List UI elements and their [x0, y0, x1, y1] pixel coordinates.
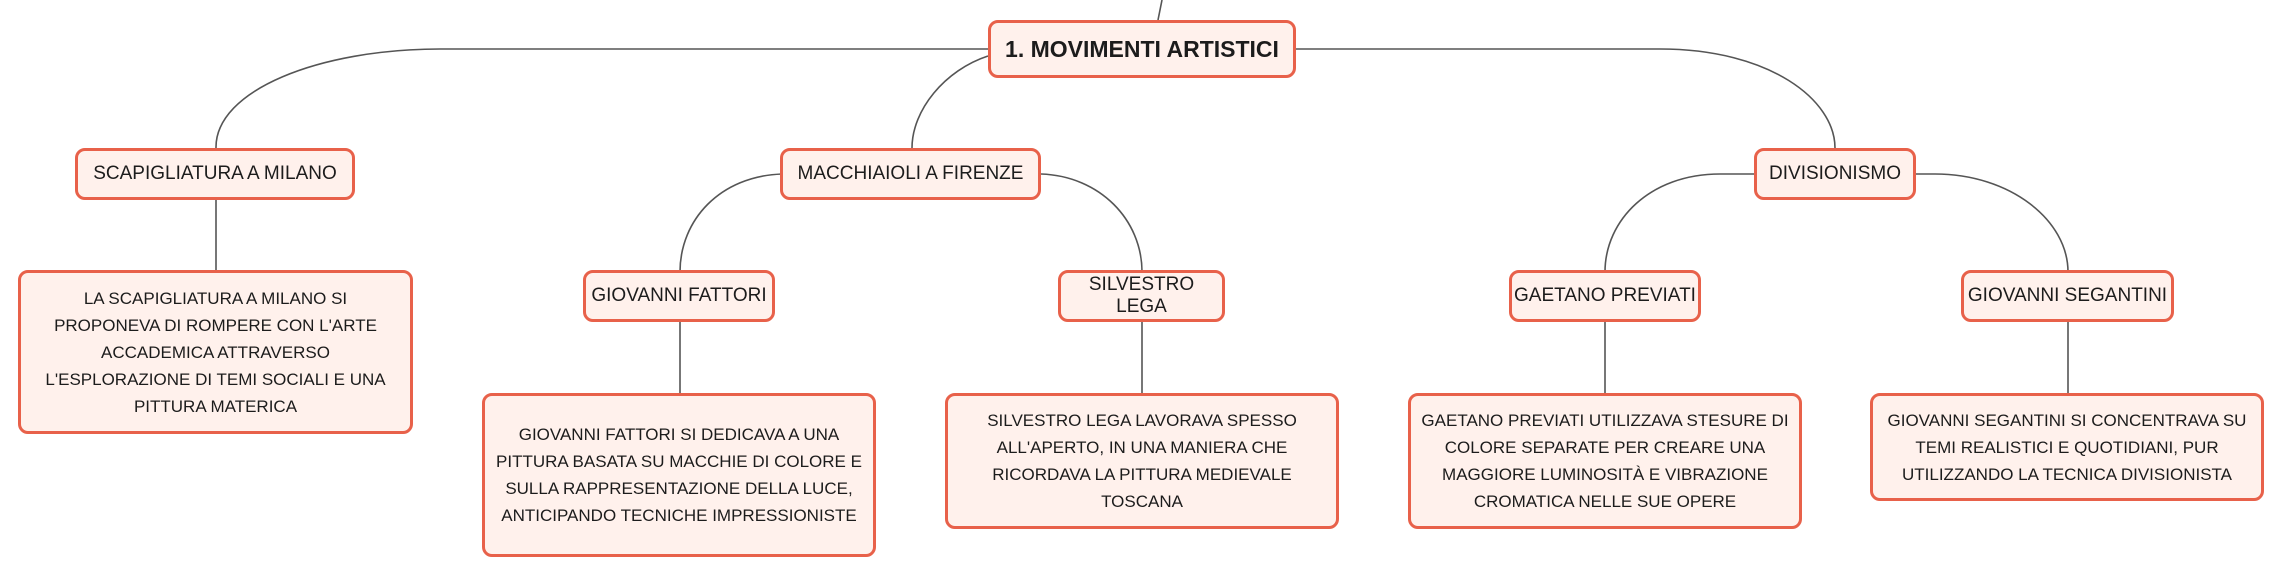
topic-segantini[interactable]: GIOVANNI SEGANTINI: [1961, 270, 2174, 322]
topic-macchiaioli[interactable]: MACCHIAIOLI A FIRENZE: [780, 148, 1041, 200]
topic-fattori-label: GIOVANNI FATTORI: [591, 285, 767, 306]
topic-scapigliatura[interactable]: SCAPIGLIATURA A MILANO: [75, 148, 355, 200]
note-lega-text: SILVESTRO LEGA LAVORAVA SPESSO ALL'APERT…: [987, 411, 1297, 511]
topic-scapigliatura-label: SCAPIGLIATURA A MILANO: [93, 163, 337, 184]
note-fattori-text: GIOVANNI FATTORI SI DEDICAVA A UNA PITTU…: [496, 425, 862, 525]
note-scapigliatura[interactable]: LA SCAPIGLIATURA A MILANO SI PROPONEVA D…: [18, 270, 413, 434]
topic-macchiaioli-label: MACCHIAIOLI A FIRENZE: [797, 163, 1024, 184]
topic-lega[interactable]: SILVESTRO LEGA: [1058, 270, 1225, 322]
note-segantini[interactable]: GIOVANNI SEGANTINI SI CONCENTRAVA SU TEM…: [1870, 393, 2264, 501]
topic-divisionismo-label: DIVISIONISMO: [1769, 163, 1901, 184]
topic-segantini-label: GIOVANNI SEGANTINI: [1967, 285, 2168, 306]
topic-previati[interactable]: GAETANO PREVIATI: [1509, 270, 1701, 322]
topic-fattori[interactable]: GIOVANNI FATTORI: [583, 270, 775, 322]
note-previati[interactable]: GAETANO PREVIATI UTILIZZAVA STESURE DI C…: [1408, 393, 1802, 529]
note-previati-text: GAETANO PREVIATI UTILIZZAVA STESURE DI C…: [1421, 411, 1789, 511]
root-topic[interactable]: 1. MOVIMENTI ARTISTICI: [988, 20, 1296, 78]
topic-divisionismo[interactable]: DIVISIONISMO: [1754, 148, 1916, 200]
note-lega[interactable]: SILVESTRO LEGA LAVORAVA SPESSO ALL'APERT…: [945, 393, 1339, 529]
topic-lega-label: SILVESTRO LEGA: [1088, 274, 1195, 317]
topic-previati-label: GAETANO PREVIATI: [1514, 285, 1696, 306]
note-fattori[interactable]: GIOVANNI FATTORI SI DEDICAVA A UNA PITTU…: [482, 393, 876, 557]
note-segantini-text: GIOVANNI SEGANTINI SI CONCENTRAVA SU TEM…: [1887, 410, 2247, 484]
note-scapigliatura-text: LA SCAPIGLIATURA A MILANO SI PROPONEVA D…: [45, 288, 386, 416]
root-topic-label: 1. MOVIMENTI ARTISTICI: [1005, 35, 1279, 62]
